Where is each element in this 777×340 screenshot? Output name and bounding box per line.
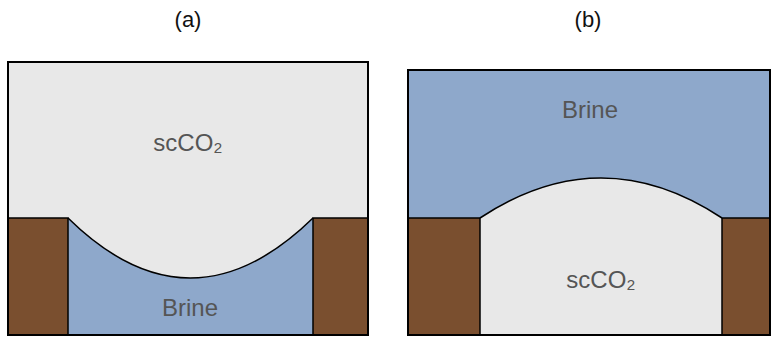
brine-region (408, 70, 770, 335)
grain (722, 218, 770, 335)
panel-label: (a) (175, 8, 202, 32)
brine-region (68, 218, 313, 335)
fluid-label: scCO₂ (566, 267, 635, 293)
grain (408, 218, 480, 335)
fluid-label: Brine (162, 295, 218, 321)
co2-region (8, 62, 368, 335)
panel-label: (b) (575, 8, 602, 32)
grain (8, 218, 68, 335)
panel-frame (8, 62, 368, 335)
co2-region (480, 178, 722, 335)
grain (313, 218, 368, 335)
fluid-label: Brine (562, 97, 618, 123)
meniscus (68, 218, 313, 278)
fluid-label: scCO₂ (153, 130, 222, 156)
panel-frame (408, 70, 770, 335)
meniscus (480, 178, 722, 218)
